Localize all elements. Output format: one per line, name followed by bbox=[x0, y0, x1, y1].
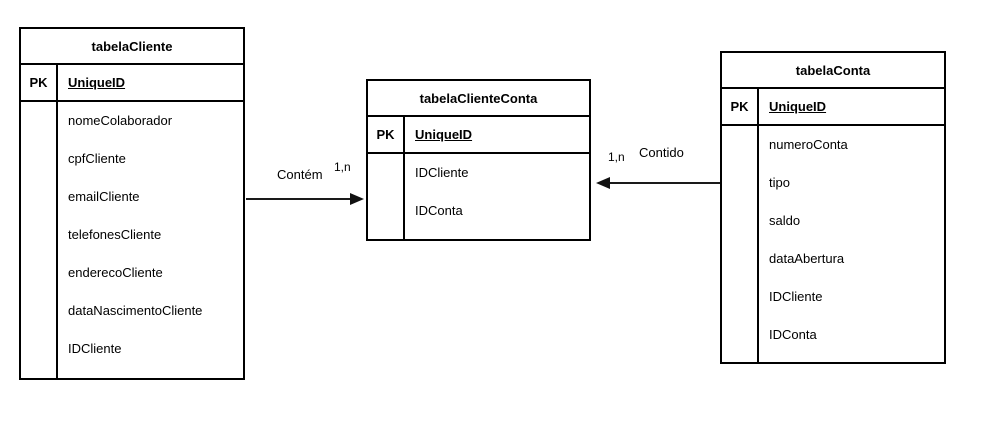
pk-field-name: UniqueID bbox=[415, 127, 473, 142]
pk-label: PK bbox=[21, 65, 58, 100]
table-body: nomeColaborador cpfCliente emailCliente … bbox=[21, 102, 243, 378]
entity-table-cliente-conta: tabelaClienteConta PK UniqueID IDCliente… bbox=[366, 79, 591, 241]
arrow-head-right-icon bbox=[350, 193, 364, 205]
table-body: IDCliente IDConta bbox=[368, 154, 589, 239]
field-label: cpfCliente bbox=[68, 151, 126, 166]
arrow-line bbox=[608, 182, 720, 184]
pk-field-name: UniqueID bbox=[68, 75, 126, 90]
field-label: IDCliente bbox=[68, 341, 122, 356]
relationship-cardinality: 1,n bbox=[608, 150, 625, 164]
arrow-head-left-icon bbox=[596, 177, 610, 189]
field-label: emailCliente bbox=[68, 189, 140, 204]
arrow-line bbox=[246, 198, 352, 200]
table-title: tabelaCliente bbox=[21, 29, 243, 65]
field-label: dataAbertura bbox=[769, 251, 845, 266]
pk-row: PK UniqueID bbox=[368, 117, 589, 154]
relationship-label: Contém bbox=[277, 167, 323, 182]
entity-table-cliente: tabelaCliente PK UniqueID nomeColaborado… bbox=[19, 27, 245, 380]
entity-table-conta: tabelaConta PK UniqueID numeroConta tipo… bbox=[720, 51, 946, 364]
table-title: tabelaClienteConta bbox=[368, 81, 589, 117]
field-label: IDCliente bbox=[769, 289, 823, 304]
pk-column-gutter bbox=[368, 154, 405, 239]
pk-column-gutter bbox=[21, 102, 58, 378]
relationship-label: Contido bbox=[639, 145, 684, 160]
field-list: IDCliente IDConta bbox=[405, 154, 589, 239]
field-label: IDCliente bbox=[415, 165, 469, 180]
field-label: IDConta bbox=[415, 203, 463, 218]
pk-field-name: UniqueID bbox=[769, 99, 827, 114]
table-body: numeroConta tipo saldo dataAbertura IDCl… bbox=[722, 126, 944, 362]
pk-label: PK bbox=[722, 89, 759, 124]
pk-column-gutter bbox=[722, 126, 759, 362]
field-label: IDConta bbox=[769, 327, 817, 342]
field-label: numeroConta bbox=[769, 137, 848, 152]
field-label: saldo bbox=[769, 213, 801, 228]
table-title: tabelaConta bbox=[722, 53, 944, 89]
field-label: nomeColaborador bbox=[68, 113, 173, 128]
relationship-cardinality: 1,n bbox=[334, 160, 351, 174]
field-label: telefonesCliente bbox=[68, 227, 162, 242]
pk-row: PK UniqueID bbox=[21, 65, 243, 102]
field-list: numeroConta tipo saldo dataAbertura IDCl… bbox=[759, 126, 944, 362]
pk-label: PK bbox=[368, 117, 405, 152]
pk-row: PK UniqueID bbox=[722, 89, 944, 126]
field-label: enderecoCliente bbox=[68, 265, 163, 280]
field-label: dataNascimentoCliente bbox=[68, 303, 203, 318]
field-list: nomeColaborador cpfCliente emailCliente … bbox=[58, 102, 243, 378]
field-label: tipo bbox=[769, 175, 790, 190]
